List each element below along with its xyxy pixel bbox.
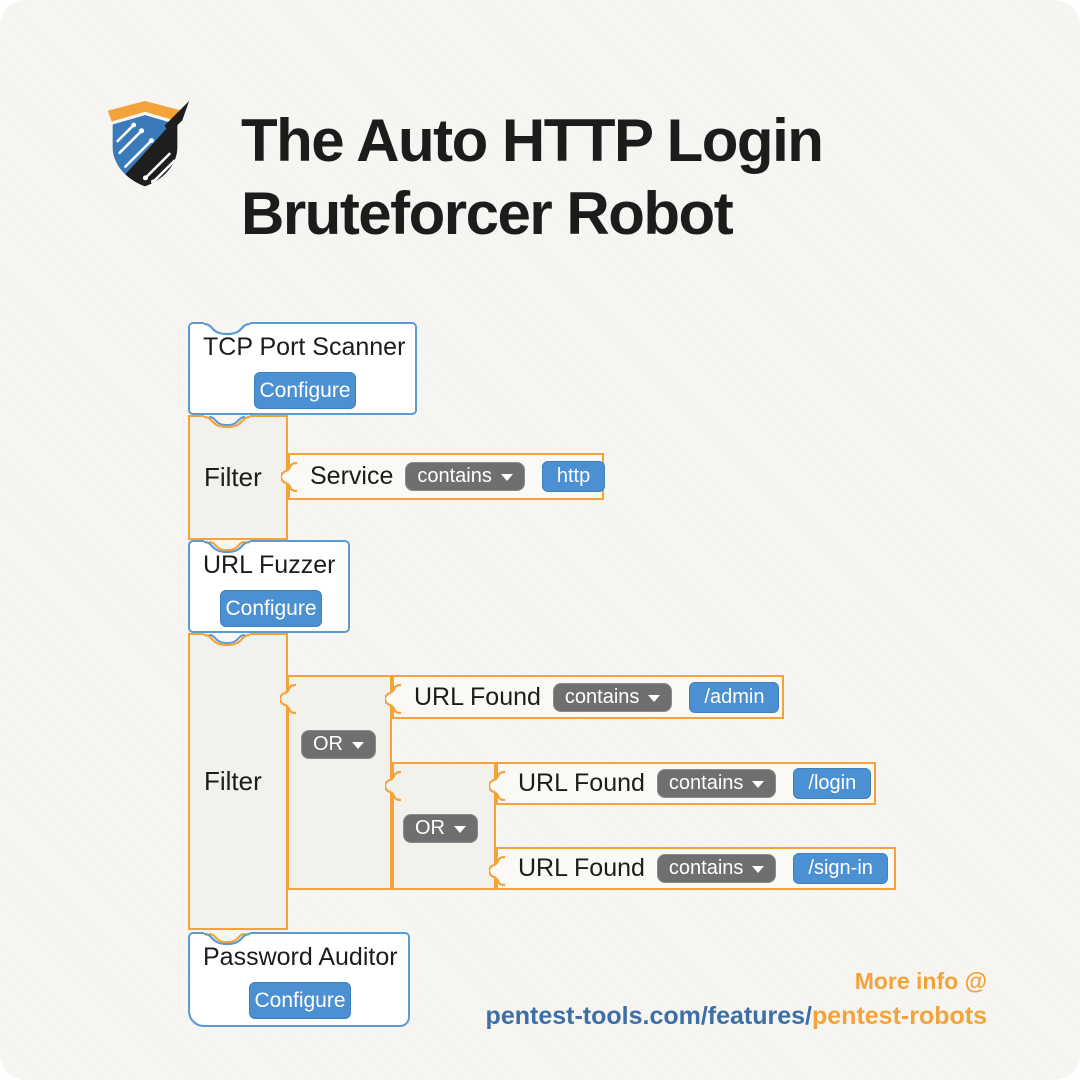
operator-dropdown[interactable]: contains xyxy=(656,769,777,798)
tool-name: URL Fuzzer xyxy=(203,551,336,579)
tool-name: TCP Port Scanner xyxy=(203,333,406,361)
block-filter-2: Filter xyxy=(188,633,288,930)
more-info-label: More info @ xyxy=(854,968,987,994)
operator-label: OR xyxy=(415,817,445,839)
operator-label: contains xyxy=(564,685,640,708)
chevron-down-icon xyxy=(648,694,661,702)
puzzle-connector-icon xyxy=(281,461,298,493)
page-title-line1: The Auto HTTP Login xyxy=(241,107,824,174)
pentest-tools-shield-logo xyxy=(107,100,190,187)
block-top-notch xyxy=(204,415,250,429)
puzzle-connector-icon xyxy=(489,855,506,887)
footer-url[interactable]: pentest-tools.com/features/pentest-robot… xyxy=(486,1002,987,1031)
configure-button[interactable]: Configure xyxy=(249,982,351,1019)
condition-value-field[interactable]: /sign-in xyxy=(793,853,888,884)
puzzle-connector-icon xyxy=(385,683,402,715)
footer-url-base[interactable]: pentest-tools.com/features/ xyxy=(485,1002,812,1030)
puzzle-connector-icon xyxy=(385,770,402,802)
tool-name: Password Auditor xyxy=(203,943,398,971)
puzzle-connector-icon xyxy=(489,770,506,802)
block-top-notch xyxy=(204,540,250,554)
condition-field: URL Found xyxy=(414,682,541,711)
condition-row-service: Service contains http xyxy=(281,453,606,500)
condition-row-login: URL Found contains /login xyxy=(489,762,876,805)
page-title-line2: Bruteforcer Robot xyxy=(241,180,734,247)
block-top-notch xyxy=(204,633,250,647)
block-tcp-port-scanner: TCP Port Scanner Configure xyxy=(188,322,417,415)
condition-field: URL Found xyxy=(518,769,645,797)
filter-label: Filter xyxy=(204,766,262,796)
chevron-down-icon xyxy=(752,781,765,788)
operator-dropdown[interactable]: contains xyxy=(405,462,525,491)
block-filter-1: Filter xyxy=(188,415,288,540)
puzzle-connector-icon xyxy=(280,683,297,715)
condition-value-field[interactable]: /login xyxy=(793,768,872,799)
chevron-down-icon xyxy=(352,742,364,749)
condition-value-field[interactable]: /admin xyxy=(689,681,780,713)
footer-url-path[interactable]: pentest-robots xyxy=(812,1002,987,1030)
condition-value-field[interactable]: http xyxy=(541,461,606,492)
operator-label: OR xyxy=(313,733,343,755)
block-password-auditor: Password Auditor Configure xyxy=(188,932,410,1027)
boolean-operator-dropdown[interactable]: OR xyxy=(403,814,478,843)
or-group-inner: OR xyxy=(385,762,496,890)
boolean-operator-dropdown[interactable]: OR xyxy=(301,730,376,759)
configure-button[interactable]: Configure xyxy=(254,372,356,409)
block-url-fuzzer: URL Fuzzer Configure xyxy=(188,540,350,633)
chevron-down-icon xyxy=(752,866,765,873)
chevron-down-icon xyxy=(454,826,466,833)
block-top-notch xyxy=(204,322,250,336)
operator-label: contains xyxy=(668,857,744,879)
condition-field: URL Found xyxy=(518,854,645,882)
operator-dropdown[interactable]: contains xyxy=(552,682,673,712)
footer: More info @ pentest-tools.com/features/p… xyxy=(486,968,987,1031)
condition-field: Service xyxy=(310,462,394,490)
configure-button[interactable]: Configure xyxy=(220,590,322,627)
operator-label: contains xyxy=(417,465,492,487)
operator-dropdown[interactable]: contains xyxy=(656,854,777,883)
block-top-notch xyxy=(204,932,250,946)
condition-row-admin: URL Found contains /admin xyxy=(385,675,784,719)
or-group-outer: OR xyxy=(280,675,392,890)
chevron-down-icon xyxy=(500,474,513,481)
filter-label: Filter xyxy=(204,462,262,492)
condition-row-signin: URL Found contains /sign-in xyxy=(489,847,896,890)
operator-label: contains xyxy=(668,772,744,794)
page-title: The Auto HTTP Login Bruteforcer Robot xyxy=(241,104,824,250)
